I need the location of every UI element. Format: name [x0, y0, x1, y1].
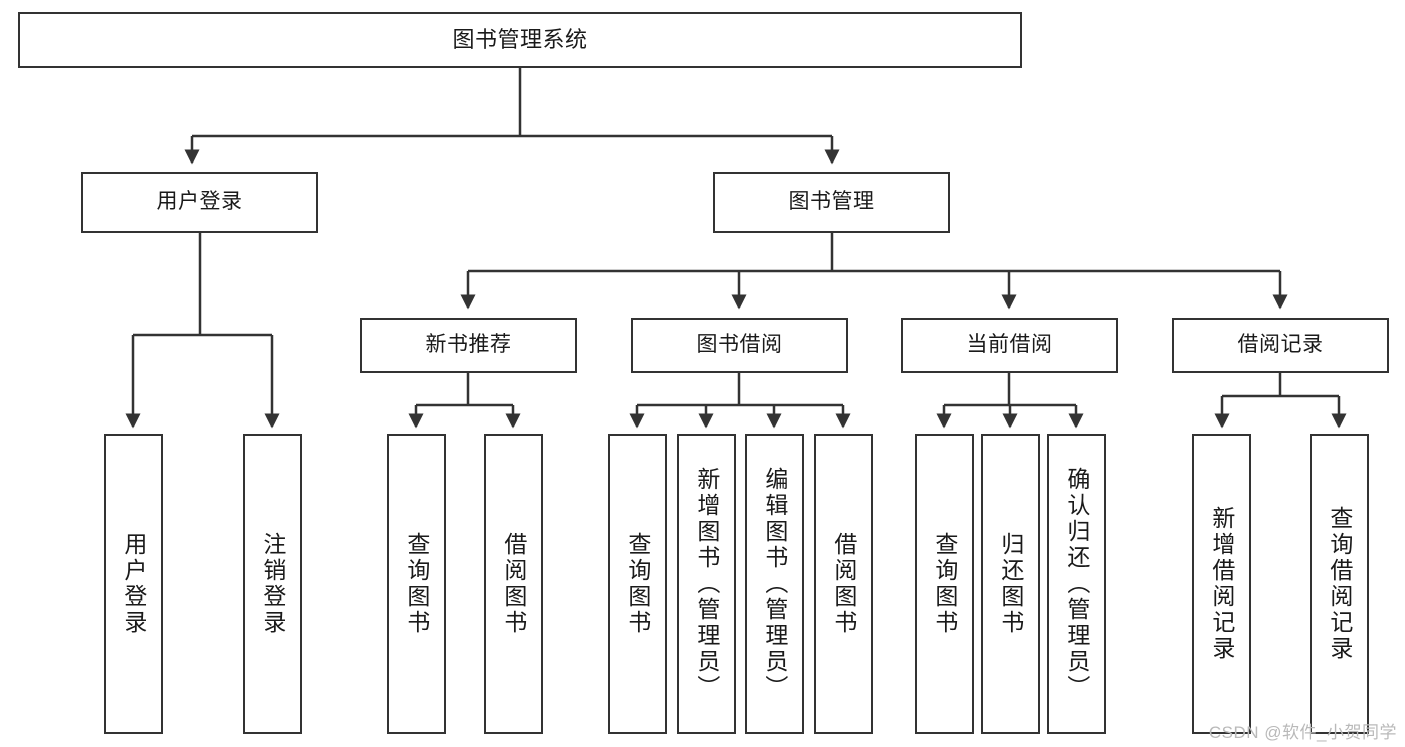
- node-label: 编辑图书（管理员）: [761, 467, 788, 701]
- leaf-record-query-record[interactable]: 查询借阅记录: [1310, 434, 1369, 734]
- watermark-text: CSDN @软件_小贺同学: [1208, 723, 1397, 742]
- node-root-system[interactable]: 图书管理系统: [18, 12, 1022, 68]
- leaf-record-add-record[interactable]: 新增借阅记录: [1192, 434, 1251, 734]
- node-label: 借阅图书: [830, 532, 857, 636]
- leaf-new-book-query[interactable]: 查询图书: [387, 434, 446, 734]
- node-book-borrow[interactable]: 图书借阅: [631, 318, 848, 373]
- node-label: 查询图书: [403, 532, 430, 636]
- leaf-user-login-logout[interactable]: 注销登录: [243, 434, 302, 734]
- node-label: 图书借阅: [696, 333, 783, 357]
- node-current-borrow[interactable]: 当前借阅: [901, 318, 1118, 373]
- leaf-borrow-edit-book-admin[interactable]: 编辑图书（管理员）: [745, 434, 804, 734]
- node-label: 查询图书: [624, 532, 651, 636]
- node-label: 图书管理系统: [452, 27, 588, 53]
- node-label: 借阅记录: [1237, 333, 1324, 357]
- node-label: 用户登录: [156, 190, 243, 214]
- node-user-login[interactable]: 用户登录: [81, 172, 318, 233]
- leaf-current-query-book[interactable]: 查询图书: [915, 434, 974, 734]
- node-book-management[interactable]: 图书管理: [713, 172, 950, 233]
- leaf-borrow-borrow-book[interactable]: 借阅图书: [814, 434, 873, 734]
- node-label: 图书管理: [788, 190, 875, 214]
- leaf-current-return-book[interactable]: 归还图书: [981, 434, 1040, 734]
- leaf-current-confirm-return-admin[interactable]: 确认归还（管理员）: [1047, 434, 1106, 734]
- node-label: 新增图书（管理员）: [693, 467, 720, 701]
- leaf-user-login-login[interactable]: 用户登录: [104, 434, 163, 734]
- leaf-borrow-add-book-admin[interactable]: 新增图书（管理员）: [677, 434, 736, 734]
- node-label: 注销登录: [259, 532, 286, 636]
- node-label: 新书推荐: [425, 333, 512, 357]
- node-label: 确认归还（管理员）: [1063, 467, 1090, 701]
- node-label: 归还图书: [997, 532, 1024, 636]
- node-label: 借阅图书: [500, 532, 527, 636]
- node-new-book-recommend[interactable]: 新书推荐: [360, 318, 577, 373]
- node-label: 用户登录: [120, 532, 147, 636]
- node-label: 当前借阅: [966, 333, 1053, 357]
- node-label: 查询借阅记录: [1326, 506, 1353, 662]
- node-label: 查询图书: [931, 532, 958, 636]
- leaf-borrow-query-book[interactable]: 查询图书: [608, 434, 667, 734]
- node-borrow-record[interactable]: 借阅记录: [1172, 318, 1389, 373]
- node-label: 新增借阅记录: [1208, 506, 1235, 662]
- leaf-new-book-borrow[interactable]: 借阅图书: [484, 434, 543, 734]
